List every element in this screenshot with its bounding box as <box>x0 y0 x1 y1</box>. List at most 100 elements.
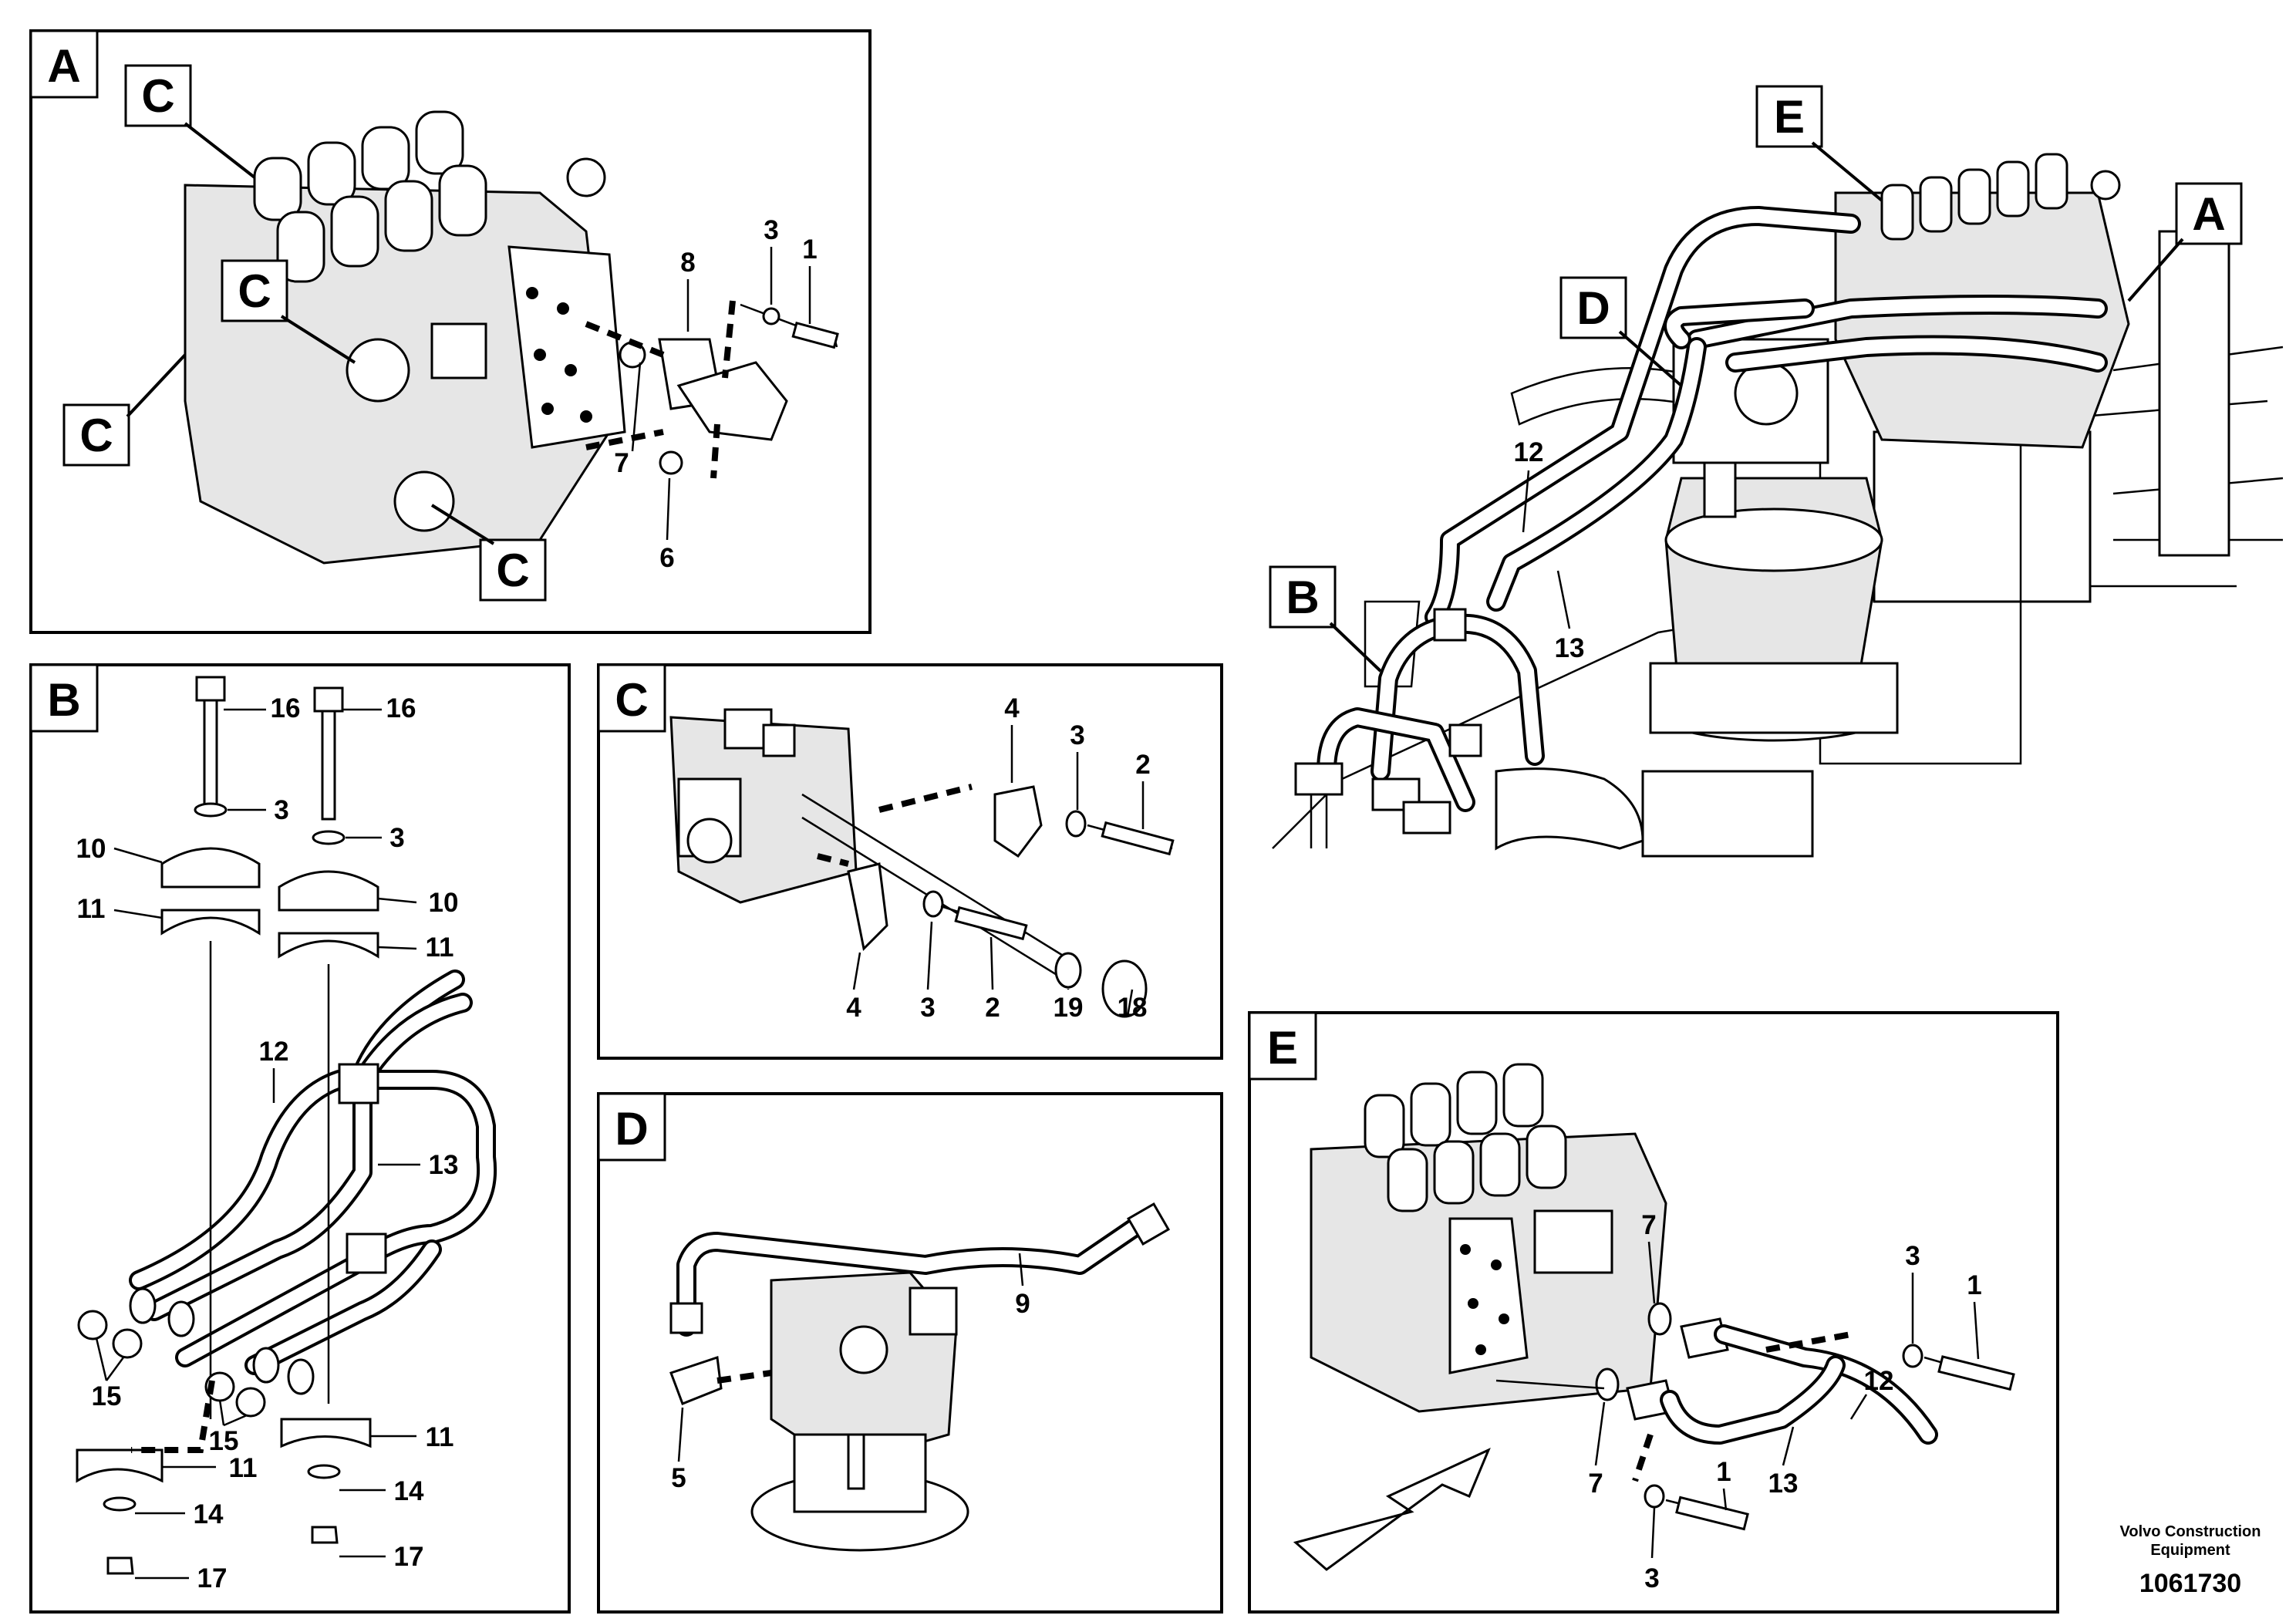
svg-text:D: D <box>1576 282 1610 334</box>
panel-e-part-numbers: 7 3 1 12 7 1 13 3 <box>1588 1210 1981 1593</box>
part-number: 3 <box>920 993 935 1023</box>
credit-line-1: Volvo Construction <box>2120 1523 2261 1540</box>
panel-b-label-box <box>29 663 99 733</box>
part-number: 1 <box>1716 1457 1731 1487</box>
panel-b-frame <box>29 663 571 1614</box>
part-number: 10 <box>76 834 106 864</box>
bolts-b <box>194 676 346 845</box>
part-number: 5 <box>671 1463 686 1493</box>
part-number: 3 <box>274 795 288 825</box>
flange-assembly-a <box>585 300 839 479</box>
footer: Volvo Construction Equipment 1061730 <box>2120 1523 2261 1598</box>
panel-a-callout-3: C <box>62 353 187 467</box>
panel-c-frame <box>597 663 1223 1060</box>
part-number: 11 <box>229 1453 258 1483</box>
panel-b: B <box>29 663 571 1614</box>
panel-a-callout-2: C <box>221 259 356 364</box>
part-number: 9 <box>1015 1289 1030 1319</box>
part-number: 3 <box>1644 1563 1659 1593</box>
part-number: 13 <box>1768 1469 1799 1499</box>
control-valve-overview <box>1834 153 2130 449</box>
swing-motor-d <box>750 1271 969 1552</box>
part-number: 1 <box>802 234 817 265</box>
panel-d-label-box <box>597 1092 666 1162</box>
part-number: 15 <box>92 1381 122 1411</box>
overview-callout-a: A <box>2127 182 2243 302</box>
panel-a: A <box>29 29 872 634</box>
part-number: 12 <box>1864 1366 1894 1396</box>
part-number: 12 <box>259 1037 289 1067</box>
panel-d: D 9 5 <box>597 1092 1223 1614</box>
clamps-b <box>76 847 379 1575</box>
overview-callout-e: E <box>1755 85 1883 202</box>
part-number: 16 <box>271 693 301 723</box>
part-number: 13 <box>1555 633 1585 663</box>
part-number: 3 <box>764 215 778 245</box>
panel-d-letter: D <box>615 1103 648 1155</box>
part-number: 13 <box>429 1150 459 1180</box>
panel-d-part-numbers: 9 5 <box>671 1253 1030 1493</box>
part-number: 7 <box>1641 1210 1656 1240</box>
panel-e-label-box <box>1248 1011 1317 1081</box>
part-number: 17 <box>394 1542 424 1572</box>
part-number: 14 <box>394 1476 424 1506</box>
panel-c-part-numbers: 4 3 2 4 3 2 19 18 <box>846 693 1150 1023</box>
panel-a-callout-1: C <box>124 64 256 179</box>
part-number: 10 <box>429 888 459 918</box>
panel-c-label-box <box>597 663 666 733</box>
panel-c-letter: C <box>615 674 648 726</box>
svg-text:C: C <box>238 265 271 317</box>
part-number: 14 <box>194 1499 224 1529</box>
view-direction-arrow <box>1293 1448 1491 1571</box>
part-number: 1 <box>1967 1270 1981 1300</box>
control-valve-drawing <box>184 110 626 565</box>
part-number: 11 <box>77 894 106 924</box>
panel-c: C 4 3 2 4 <box>597 663 1223 1060</box>
hoses-overview <box>1294 206 2108 848</box>
hardware-c <box>817 784 1175 1018</box>
panel-e-frame <box>1248 1011 2059 1614</box>
part-number: 16 <box>386 693 416 723</box>
svg-text:C: C <box>141 70 174 122</box>
svg-text:A: A <box>2192 188 2225 240</box>
panel-d-frame <box>597 1092 1223 1614</box>
panel-a-letter: A <box>47 40 80 92</box>
drawing-number: 1061730 <box>2139 1569 2241 1598</box>
svg-text:E: E <box>1774 91 1805 143</box>
panel-a-callout-4: C <box>430 504 547 602</box>
part-number: 12 <box>1514 437 1544 467</box>
part-number: 3 <box>1070 720 1084 750</box>
part-number: 8 <box>680 248 695 278</box>
part-number: 4 <box>1004 693 1020 723</box>
part-number: 3 <box>1905 1241 1920 1271</box>
part-number: 2 <box>1135 750 1150 780</box>
part-number: 7 <box>614 448 629 478</box>
panel-b-letter: B <box>47 674 80 726</box>
part-number: 6 <box>659 543 674 573</box>
panel-e: E <box>1248 1011 2059 1614</box>
tube-assembly-b <box>77 941 497 1453</box>
part-number: 15 <box>209 1426 239 1456</box>
hose-d <box>669 1202 1171 1405</box>
panel-e-letter: E <box>1267 1022 1298 1074</box>
fittings-e <box>1495 1302 2015 1531</box>
part-number: 7 <box>1588 1469 1603 1499</box>
overview-drawing: E A D B 12 13 <box>1269 85 2284 858</box>
part-number: 11 <box>426 1422 454 1452</box>
svg-text:B: B <box>1286 572 1319 623</box>
overview-callout-d: D <box>1559 276 1683 387</box>
part-number: 11 <box>426 932 454 963</box>
part-number: 4 <box>846 993 861 1023</box>
part-number: 19 <box>1054 993 1084 1023</box>
panel-a-label-box <box>29 29 99 99</box>
part-number: 17 <box>197 1563 228 1593</box>
part-number: 2 <box>985 993 1000 1023</box>
panel-b-part-numbers: 16 16 3 3 10 10 11 11 12 13 15 15 11 <box>76 693 459 1593</box>
part-number: 3 <box>389 823 404 853</box>
credit-line-2: Equipment <box>2150 1542 2230 1559</box>
panel-a-frame <box>29 29 872 634</box>
part-number: 18 <box>1118 993 1148 1023</box>
control-valve-e <box>1310 1063 1667 1413</box>
svg-text:C: C <box>496 545 529 596</box>
